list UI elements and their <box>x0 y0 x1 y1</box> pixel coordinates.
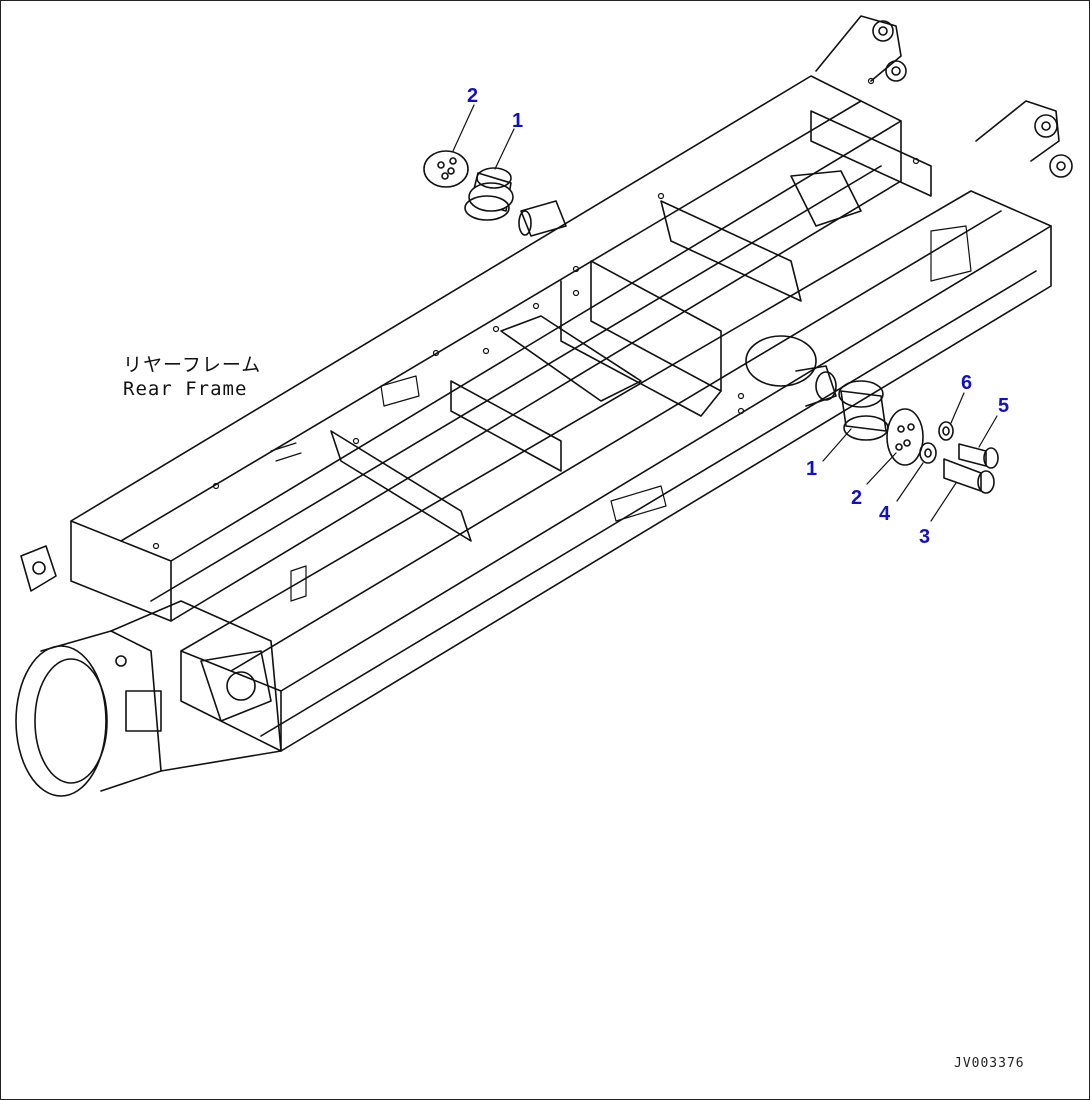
leader-lines <box>452 104 998 522</box>
rear-axle-housing <box>15 545 282 797</box>
right-rail <box>180 190 1052 752</box>
top-cap-plate-part-2 <box>423 150 469 188</box>
callout-right-part-3: 3 <box>919 526 931 548</box>
callout-right-part-4: 4 <box>879 503 891 525</box>
left-rail <box>70 75 902 622</box>
frame-name-label-jp: リヤーフレーム <box>123 354 262 376</box>
front-pivot-shaft <box>518 200 567 237</box>
callout-right-part-2: 2 <box>851 487 863 509</box>
top-mount-ears <box>815 15 1073 178</box>
right-bushing-part-1 <box>838 380 889 441</box>
frame-name-label-en: Rear Frame <box>123 378 248 400</box>
lock-washer-part-6 <box>938 421 954 441</box>
frame-detail-marks <box>152 77 972 602</box>
drawing-id: JV003376 <box>954 1056 1025 1071</box>
callout-right-part-6: 6 <box>961 372 973 394</box>
right-cap-plate-part-2 <box>886 408 924 466</box>
callout-top-part-1: 1 <box>512 110 524 132</box>
bolt-part-3 <box>943 458 995 494</box>
washer-part-4 <box>919 442 937 464</box>
callout-right-part-5: 5 <box>998 395 1010 417</box>
top-bushing-part-1 <box>464 167 514 221</box>
rear-pivot-shaft <box>745 335 837 407</box>
bolt-part-5 <box>958 443 999 469</box>
cross-members <box>330 110 932 542</box>
callout-right-part-1: 1 <box>806 458 818 480</box>
callout-top-part-2: 2 <box>467 85 479 107</box>
